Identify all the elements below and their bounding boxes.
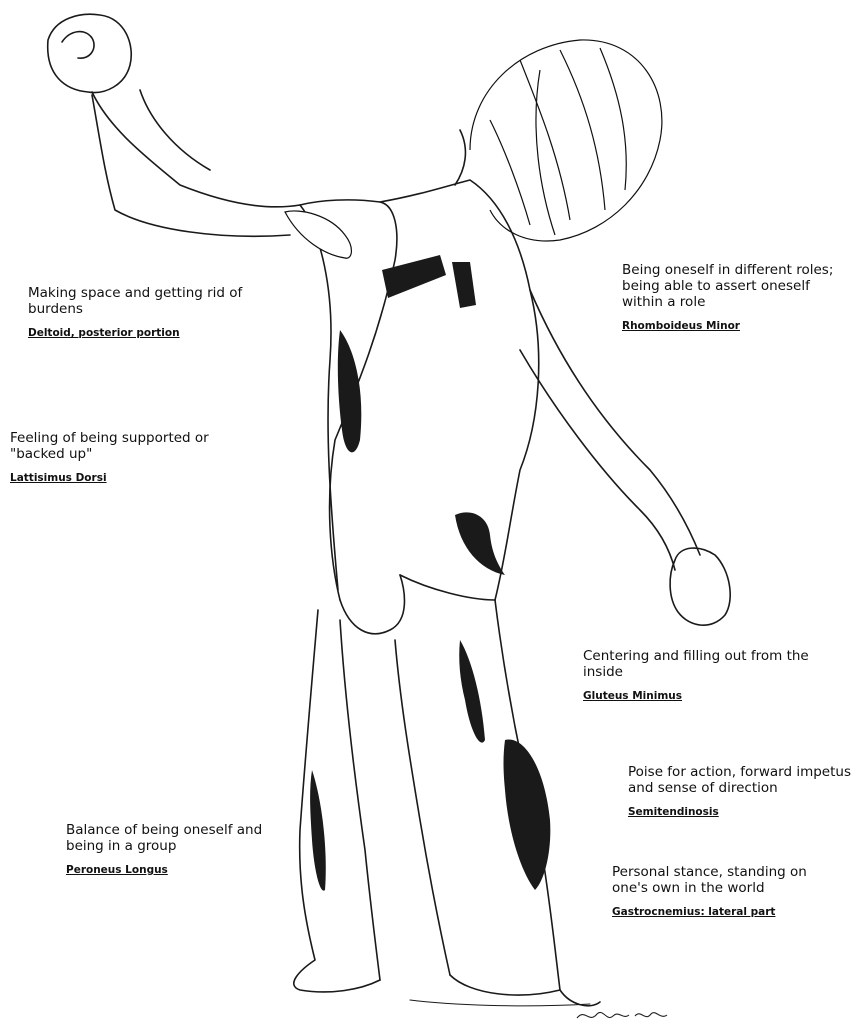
annotation-gastrocnemius: Personal stance, standing on one's own i…	[612, 864, 842, 918]
semitendinosis-description: Poise for action, forward impetus and se…	[628, 764, 853, 796]
annotation-peroneus: Balance of being oneself and being in a …	[66, 822, 286, 876]
right-fist	[670, 548, 730, 625]
peroneus-mark	[310, 770, 326, 891]
rhomboideus-mark-left	[382, 255, 446, 298]
left-arm-outline	[92, 92, 300, 207]
annotation-rhomboideus: Being oneself in different roles; being …	[622, 262, 850, 332]
lattisimus-description: Feeling of being supported or "backed up…	[10, 430, 235, 462]
peroneus-description: Balance of being oneself and being in a …	[66, 822, 286, 854]
semitendinosis-muscle-label: Semitendinosis	[628, 806, 853, 818]
back-outline-right	[380, 180, 539, 600]
left-leg-outline	[294, 610, 380, 992]
rhomboideus-description: Being oneself in different roles; being …	[622, 262, 850, 310]
artist-signature-image	[575, 1006, 675, 1026]
annotation-deltoid: Making space and getting rid of burdens …	[28, 285, 268, 339]
rhomboideus-muscle-label: Rhomboideus Minor	[622, 320, 850, 332]
deltoid-mark	[285, 211, 351, 258]
deltoid-muscle-label: Deltoid, posterior portion	[28, 327, 268, 339]
rhomboideus-mark-right	[452, 262, 476, 308]
peroneus-muscle-label: Peroneus Longus	[66, 864, 286, 876]
gluteus-description: Centering and filling out from the insid…	[583, 648, 813, 680]
semitendinosis-mark	[459, 640, 485, 743]
hair	[470, 40, 662, 241]
deltoid-description: Making space and getting rid of burdens	[28, 285, 268, 317]
gluteus-muscle-label: Gluteus Minimus	[583, 690, 813, 702]
left-fist	[48, 14, 132, 92]
gastrocnemius-muscle-label: Gastrocnemius: lateral part	[612, 906, 842, 918]
annotation-lattisimus: Feeling of being supported or "backed up…	[10, 430, 235, 484]
gastrocnemius-mark	[504, 740, 551, 890]
lattisimus-muscle-label: Lattisimus Dorsi	[10, 472, 235, 484]
annotation-semitendinosis: Poise for action, forward impetus and se…	[628, 764, 853, 818]
gastrocnemius-description: Personal stance, standing on one's own i…	[612, 864, 842, 896]
gluteus-mark	[455, 512, 505, 575]
annotation-gluteus: Centering and filling out from the insid…	[583, 648, 813, 702]
lattisimus-mark	[338, 330, 361, 452]
